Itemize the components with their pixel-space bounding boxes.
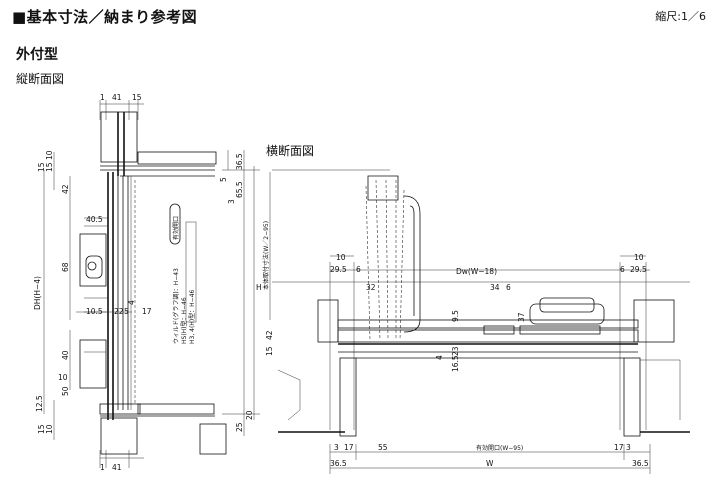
vnote-center: 有効開口 (172, 216, 180, 240)
vdim-right-65-5: 65.5 (235, 181, 244, 198)
vdim-bot-41: 41 (112, 463, 122, 472)
vdim-left-40-5: 40.5 (86, 215, 103, 224)
vdim-left-50: 50 (61, 386, 70, 396)
vdim-right-5: 5 (219, 177, 228, 182)
hdim-l-6: 6 (356, 265, 361, 274)
page-title: ■基本寸法／納まり参考図 (12, 8, 198, 26)
vdim-left-15c: 15 (37, 424, 46, 434)
hdim-b-W: W (486, 459, 494, 468)
vdim-left-10b: 10 (58, 373, 68, 382)
vnote-height-3: H3, 4(H)型：H−46 (188, 289, 196, 344)
hdim-b-3: 3 (334, 443, 339, 452)
hdim-open: 有効開口(W−95) (476, 444, 523, 452)
hdim-b-36-5l: 36.5 (330, 459, 347, 468)
vdim-left-42: 42 (61, 184, 70, 194)
vdim-right-25: 25 (235, 422, 244, 432)
hdim-l-42: 42 (265, 330, 274, 340)
hdim-m-34: 34 (490, 283, 500, 292)
vdim-bot-1: 1 (100, 463, 105, 472)
vdim-top-41: 41 (112, 93, 122, 102)
vdim-left-10: 10 (45, 150, 54, 160)
vdim-left-5: 5 (124, 307, 129, 316)
hdim-l-32: 32 (366, 283, 376, 292)
hdim-dw: Dw(W−18) (456, 267, 497, 276)
vdim-left-10c: 10 (45, 424, 54, 434)
hdim-r-6: 6 (620, 265, 625, 274)
hdim-b-55: 55 (378, 443, 388, 452)
vertical-section-heading: 縦断面図 (16, 72, 65, 86)
vdim-top-1: 1 (100, 93, 105, 102)
vdim-left-15b: 15 (45, 162, 54, 172)
type-heading: 外付型 (16, 47, 58, 63)
hdim-l-29-5: 29.5 (330, 265, 347, 274)
hdim-r-29-5: 29.5 (630, 265, 647, 274)
vdim-left-4: 4 (127, 300, 136, 305)
hdim-b-3r: 3 (626, 443, 631, 452)
vdim-left-17: 17 (142, 307, 152, 316)
scale-label: 縮尺:1／6 (655, 10, 706, 23)
hdim-l-10: 10 (336, 253, 346, 262)
horizontal-section-heading: 横断面図 (266, 144, 315, 158)
vdim-left-40: 40 (61, 350, 70, 360)
hdim-r-10: 10 (634, 253, 644, 262)
vdim-right-3: 3 (227, 199, 236, 204)
hdim-b-17r: 17 (614, 443, 624, 452)
vdim-left-10-5: 10.5 (86, 307, 103, 316)
vnote-height-2: HS(H)型：H−46 (180, 297, 188, 344)
vdim-right-20: 20 (245, 410, 254, 420)
vdim-dh: DH(H−4) (33, 276, 42, 310)
hdim-m-6: 6 (506, 283, 511, 292)
hdim-l-15: 15 (265, 346, 274, 356)
hdim-b-17: 17 (344, 443, 354, 452)
hnote-handle: 本体取付寸法(W／2−95) (262, 221, 270, 290)
vdim-right-36-5: 36.5 (235, 153, 244, 170)
hdim-m-9-5: 9.5 (451, 310, 460, 322)
horizontal-section-drawing (269, 169, 690, 474)
hdim-b-36-5r: 36.5 (632, 459, 649, 468)
vdim-top-15: 15 (132, 93, 142, 102)
vdim-right-H: H (256, 283, 262, 292)
vdim-left-15a: 15 (37, 162, 46, 172)
vdim-left-12-5: 12.5 (35, 395, 44, 412)
hdim-m-4: 4 (435, 355, 444, 360)
vnote-height-1: ウィルド(グラフ調)：H−43 (172, 268, 180, 344)
vdim-left-22: 22 (114, 307, 124, 316)
vdim-left-68: 68 (61, 262, 70, 272)
hdim-m-16-5: 16.5 (451, 355, 460, 372)
vertical-section-drawing (43, 100, 260, 468)
hdim-m-37: 37 (517, 312, 526, 322)
hdim-m-23: 23 (451, 346, 460, 356)
